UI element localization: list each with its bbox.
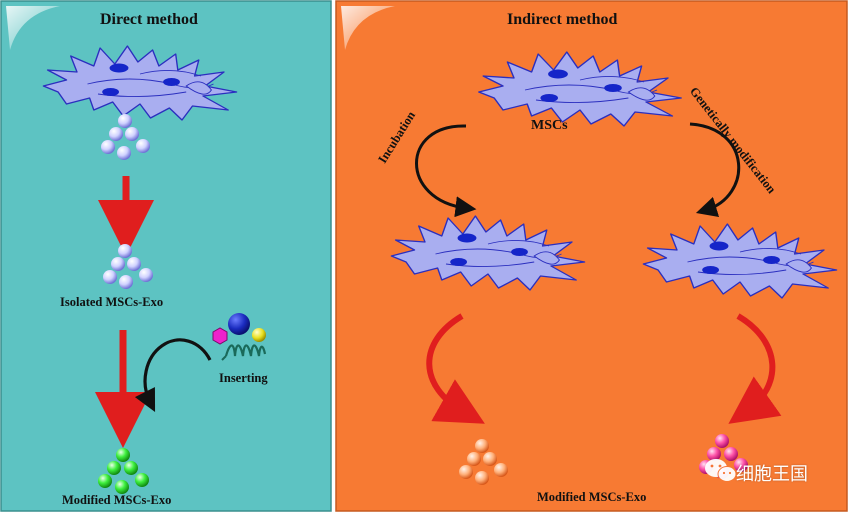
watermark-text: 细胞王国 xyxy=(736,464,808,485)
direct-modified-msc-exo-label: Modified MSCs-Exo xyxy=(62,493,172,507)
indirect-panel-gloss xyxy=(341,6,395,50)
wechat-icon xyxy=(705,459,737,482)
direct-panel-gloss xyxy=(6,6,60,50)
inserting-loop-arrow xyxy=(134,338,212,413)
exosome-cluster-green xyxy=(98,448,149,494)
direct-method-title: Direct method xyxy=(100,11,198,28)
protein-sphere-icon xyxy=(228,313,250,335)
red-curved-arrow-left xyxy=(426,313,485,424)
red-curved-arrow-right xyxy=(728,313,782,424)
exosome-cluster-lavender-isolated xyxy=(103,244,153,289)
indirect-modified-msc-exo-label: Modified MSCs-Exo xyxy=(537,490,647,504)
exosome-cluster-lavender-top xyxy=(101,114,150,160)
indirect-method-panel xyxy=(335,0,848,512)
incubation-arrow xyxy=(415,124,477,218)
genetic-modification-arrow xyxy=(689,122,741,217)
exosome-cluster-peach xyxy=(459,439,508,485)
coil-tail xyxy=(221,355,227,361)
direct-method-panel xyxy=(0,0,332,512)
nucleic-acid-coil-icon xyxy=(224,344,267,357)
hexagon-molecule-icon xyxy=(212,327,228,345)
indirect-method-title: Indirect method xyxy=(507,11,618,28)
lipid-sphere-icon xyxy=(252,328,266,342)
inserting-label: Inserting xyxy=(219,371,268,385)
mscs-label: MSCs xyxy=(531,118,568,133)
isolated-msc-exo-label: Isolated MSCs-Exo xyxy=(60,295,164,309)
